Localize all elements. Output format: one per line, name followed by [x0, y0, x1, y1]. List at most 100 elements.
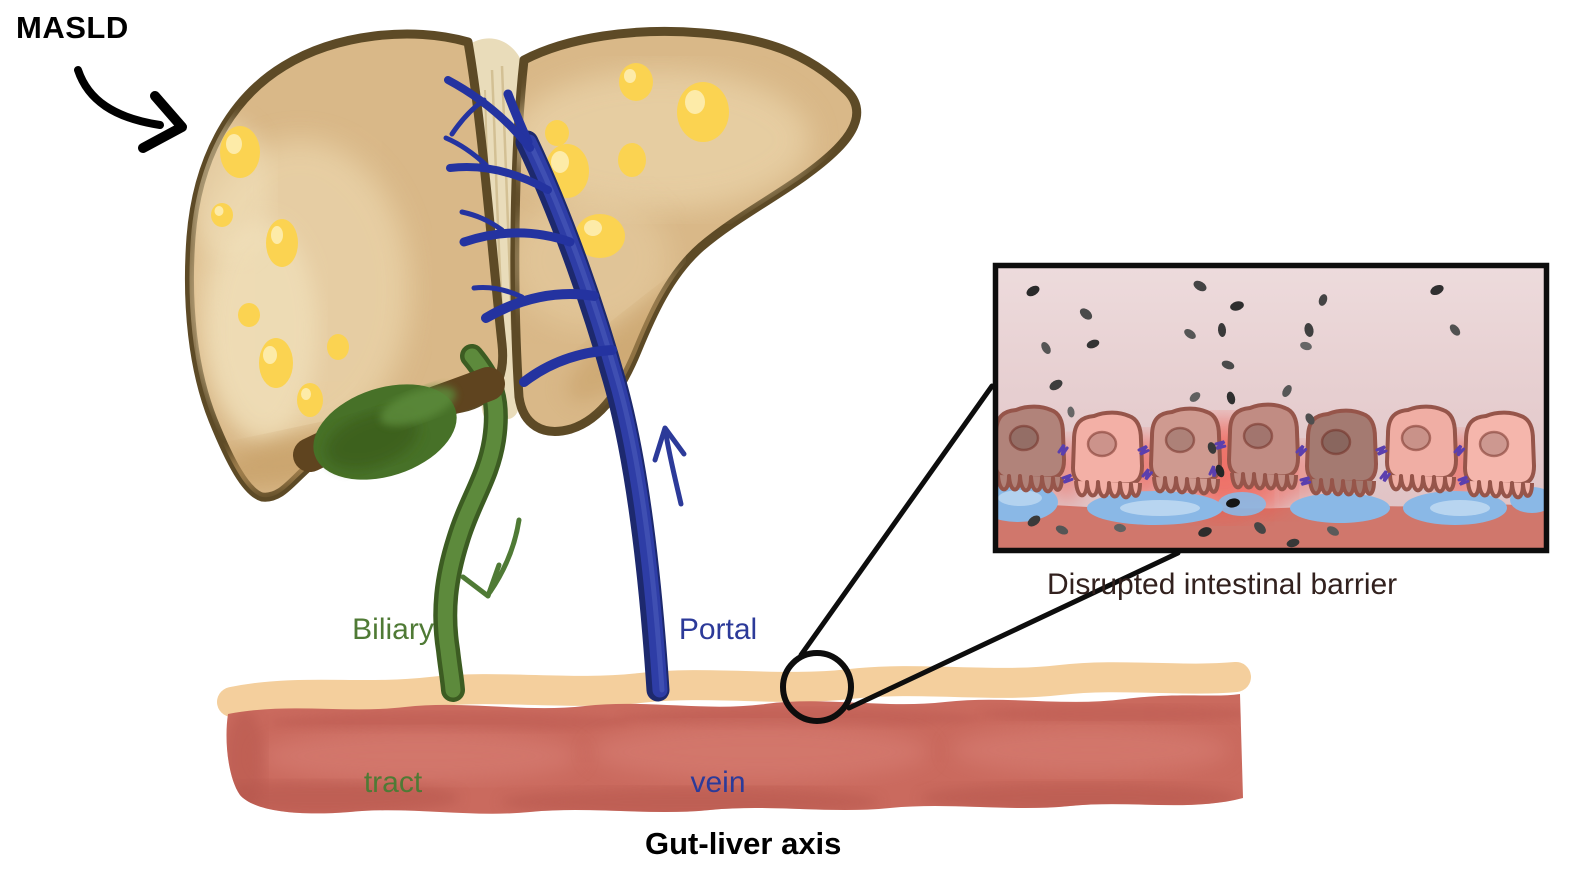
- fat-droplet: [266, 219, 298, 267]
- callout-line-lower: [846, 550, 1181, 711]
- portal-vein-branch: [449, 97, 487, 137]
- bacterium: [1221, 360, 1235, 370]
- fat-droplet-highlight: [584, 220, 602, 236]
- biliary-system: [293, 344, 508, 702]
- portal-vein-label-line1: Portal: [678, 613, 758, 646]
- inset-disrupted-barrier: [992, 262, 1550, 554]
- portal-flow-arrow: [652, 425, 687, 507]
- biliary-tract-label-line1: Biliary: [352, 613, 434, 646]
- portal-vein-highlight: [530, 147, 665, 693]
- bacterium: [1449, 324, 1461, 336]
- gut-shading: [226, 705, 1243, 814]
- bacterium: [1226, 391, 1236, 405]
- gut-highlight: [950, 726, 1230, 774]
- portal-vein-branch: [481, 289, 599, 323]
- bacterium: [1189, 392, 1201, 402]
- masld-arrow: [74, 66, 187, 153]
- gut-highlight: [260, 730, 580, 782]
- portal-vein-branch: [471, 284, 525, 300]
- gut-shade: [920, 784, 1240, 812]
- portal-vein-branch: [519, 345, 617, 387]
- epithelial-cell-1: [998, 404, 1066, 494]
- fat-droplet-highlight: [685, 90, 705, 114]
- bacterium: [1226, 498, 1240, 508]
- portal-vein: [443, 76, 670, 702]
- fat-droplet-highlight: [271, 226, 283, 244]
- epithelial-cell-5: [1305, 408, 1378, 498]
- bacterium: [1041, 342, 1051, 354]
- fat-droplet-highlight: [301, 388, 311, 400]
- inset-caption: Disrupted intestinal barrier: [1047, 568, 1398, 601]
- bacterium: [1026, 285, 1040, 297]
- gut-shade: [980, 705, 1243, 723]
- portal-vein-label: Portal vein: [652, 502, 784, 875]
- magnifier-circle: [780, 650, 854, 724]
- bacterium: [1027, 515, 1041, 527]
- fluid-pool-highlight: [1120, 500, 1200, 516]
- fluid-pool-highlight: [998, 490, 1042, 506]
- gallbladder-highlight: [380, 386, 456, 426]
- fat-droplet-highlight: [263, 346, 277, 364]
- bacterium: [1286, 538, 1300, 548]
- fat-droplet-highlight: [624, 69, 636, 83]
- bacterium: [1114, 523, 1126, 533]
- fat-droplet-highlight: [551, 151, 569, 173]
- bacterium: [1198, 527, 1212, 537]
- ligament-texture: [500, 65, 514, 331]
- portal-arrow-head: [652, 425, 687, 463]
- bacterium: [1086, 339, 1100, 349]
- magnifier-callout: [780, 383, 1181, 724]
- bacterium: [1230, 301, 1244, 311]
- gut-shade: [226, 710, 265, 810]
- fat-droplet: [327, 334, 349, 360]
- fluid-pool: [1290, 493, 1390, 523]
- gut-serosa: [217, 662, 1251, 717]
- biliary-tract-label-line2: tract: [363, 766, 423, 799]
- inset-border: [992, 262, 1550, 554]
- portal-vein-branch: [459, 209, 505, 233]
- portal-vein-branch: [443, 135, 489, 168]
- masld-label: MASLD: [16, 10, 129, 45]
- gut-tube: [217, 662, 1251, 814]
- fat-droplet: [238, 303, 260, 327]
- fat-droplet: [220, 126, 260, 178]
- biliary-tract-duct: [437, 348, 504, 698]
- portal-vein-label-line2: vein: [690, 766, 746, 799]
- liver: [189, 31, 856, 504]
- fluid-pool-highlight: [1430, 500, 1490, 516]
- fat-droplet-highlight: [214, 206, 224, 216]
- portal-vein-branch: [444, 76, 534, 152]
- epithelial-cell-7: [1463, 410, 1536, 500]
- bacterium: [1215, 464, 1225, 478]
- portal-vein-branch: [446, 162, 552, 194]
- gut-liver-axis-label: Gut-liver axis: [645, 826, 842, 861]
- steatosis-droplets: [211, 63, 729, 417]
- bacterium: [1318, 294, 1328, 306]
- bile-arrow-head: [460, 562, 502, 599]
- fat-droplet: [545, 120, 569, 146]
- bacterium: [1300, 341, 1312, 351]
- bacterium: [1049, 379, 1063, 391]
- gut-shade: [270, 712, 630, 732]
- fat-droplet: [677, 82, 729, 142]
- fat-droplet: [297, 383, 323, 417]
- gut-highlight: [590, 724, 930, 780]
- bacterium: [1282, 385, 1292, 397]
- bacterium: [1079, 308, 1093, 320]
- callout-line-upper: [798, 383, 995, 658]
- bacterium: [1055, 525, 1069, 535]
- bacterium: [1254, 522, 1266, 534]
- fat-droplet: [211, 203, 233, 227]
- translocating-bacteria: [1026, 280, 1461, 548]
- fluid-pool: [1218, 492, 1266, 516]
- bacterium: [1304, 323, 1314, 337]
- epithelial-cell-2: [1071, 410, 1144, 500]
- fat-droplet: [619, 63, 653, 101]
- bacterium: [1305, 413, 1315, 425]
- masld-arrow-head: [138, 91, 187, 153]
- masld-arrow-shaft: [74, 66, 164, 129]
- bacterium: [1067, 406, 1075, 418]
- bacterium: [1217, 323, 1227, 337]
